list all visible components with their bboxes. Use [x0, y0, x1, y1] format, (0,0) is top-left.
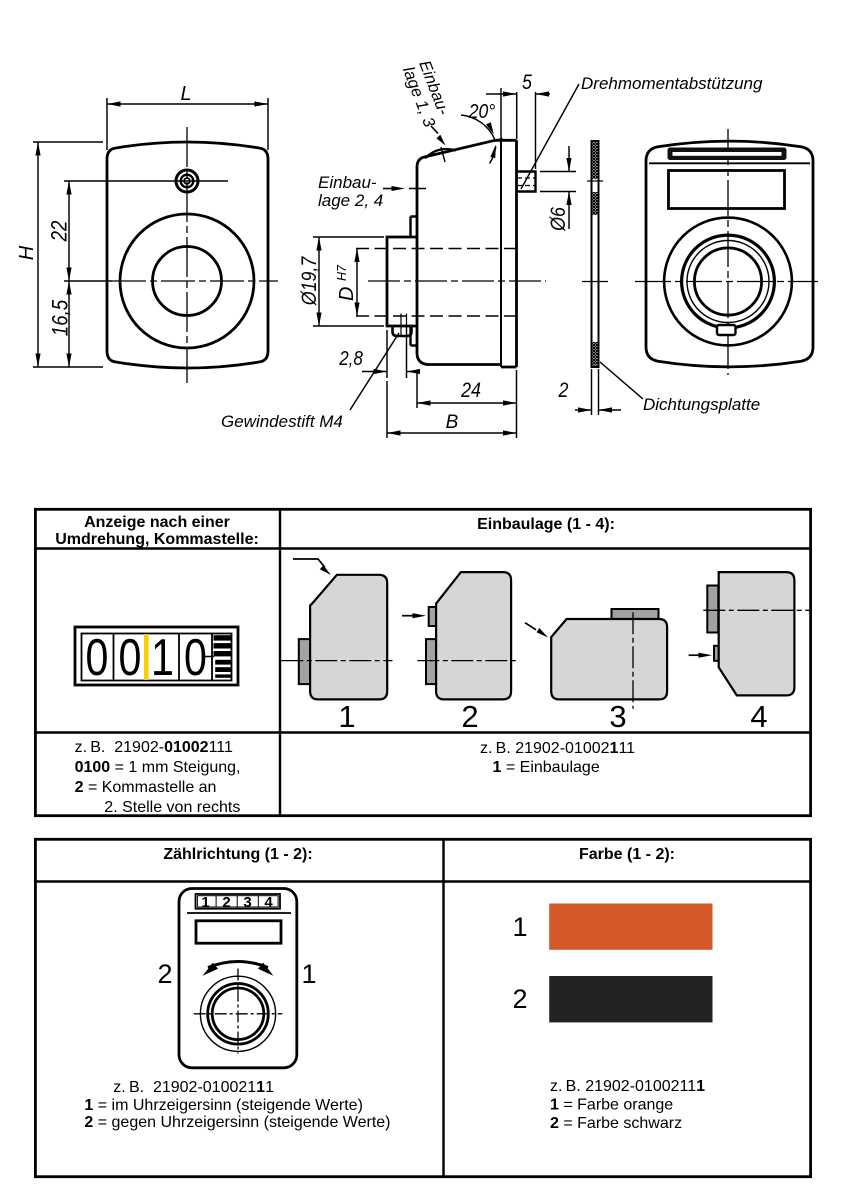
svg-text:4: 4	[264, 894, 273, 911]
svg-text:2: 2	[222, 894, 230, 911]
svg-text:Ø6: Ø6	[547, 207, 571, 232]
svg-text:1 = Farbe orange: 1 = Farbe orange	[550, 1097, 673, 1114]
svg-text:D H7: D H7	[335, 264, 358, 301]
svg-text:1: 1	[512, 912, 527, 942]
svg-text:z. B. 21902-01002111: z. B. 21902-01002111	[550, 1078, 705, 1095]
svg-text:z. B. 21902-01002111: z. B. 21902-01002111	[113, 1079, 274, 1096]
svg-text:4: 4	[750, 699, 767, 734]
svg-text:3: 3	[243, 894, 251, 911]
svg-text:1 = im Uhrzeigersinn (steigend: 1 = im Uhrzeigersinn (steigende Werte)	[84, 1097, 363, 1114]
svg-text:2: 2	[558, 379, 569, 403]
svg-text:Zählrichtung (1 - 2):: Zählrichtung (1 - 2):	[163, 846, 312, 863]
svg-text:16,5: 16,5	[49, 299, 73, 336]
svg-text:L: L	[180, 83, 191, 105]
svg-text:1: 1	[301, 959, 316, 989]
svg-text:1 = Einbaulage: 1 = Einbaulage	[493, 759, 600, 776]
svg-text:5: 5	[522, 71, 532, 95]
svg-text:2: 2	[157, 959, 172, 989]
svg-text:z. B. 21902-01002111: z. B. 21902-01002111	[480, 740, 635, 757]
svg-text:Anzeige nach einer: Anzeige nach einer	[84, 514, 230, 531]
svg-text:Gewindestift M4: Gewindestift M4	[221, 412, 343, 431]
svg-text:Farbe (1 - 2):: Farbe (1 - 2):	[579, 846, 675, 863]
svg-text:0: 0	[184, 629, 207, 686]
svg-text:1: 1	[151, 629, 174, 686]
svg-text:1: 1	[338, 699, 355, 734]
svg-text:2 = gegen Uhrzeigersinn (steig: 2 = gegen Uhrzeigersinn (steigende Werte…	[84, 1114, 390, 1131]
svg-text:0: 0	[119, 629, 142, 686]
svg-text:2 = Kommastelle an: 2 = Kommastelle an	[75, 779, 217, 796]
svg-text:2: 2	[461, 699, 478, 734]
svg-text:z. B. 21902-01002111: z. B. 21902-01002111	[75, 739, 233, 756]
svg-text:1: 1	[201, 894, 209, 911]
svg-text:2,8: 2,8	[338, 347, 363, 370]
svg-text:Dichtungsplatte: Dichtungsplatte	[643, 395, 760, 414]
svg-text:lage 2, 4: lage 2, 4	[318, 191, 383, 210]
svg-text:Drehmomentabstützung: Drehmomentabstützung	[581, 74, 763, 93]
svg-text:0100 = 1 mm Steigung,: 0100 = 1 mm Steigung,	[75, 759, 241, 776]
svg-text:3: 3	[609, 699, 626, 734]
svg-text:20°: 20°	[468, 100, 496, 122]
svg-text:2. Stelle von rechts: 2. Stelle von rechts	[104, 799, 240, 816]
svg-text:Umdrehung, Kommastelle:: Umdrehung, Kommastelle:	[55, 531, 259, 548]
svg-text:H: H	[16, 245, 38, 260]
svg-text:Ø19,7: Ø19,7	[298, 256, 322, 307]
svg-text:B: B	[446, 412, 459, 433]
svg-text:2: 2	[512, 984, 527, 1014]
svg-text:0: 0	[86, 629, 109, 686]
svg-text:Einbau-: Einbau-	[318, 173, 377, 192]
svg-text:2 = Farbe schwarz: 2 = Farbe schwarz	[550, 1115, 682, 1132]
svg-text:22: 22	[48, 220, 72, 242]
svg-text:Einbaulage (1 - 4):: Einbaulage (1 - 4):	[477, 516, 615, 533]
svg-text:24: 24	[460, 379, 481, 403]
